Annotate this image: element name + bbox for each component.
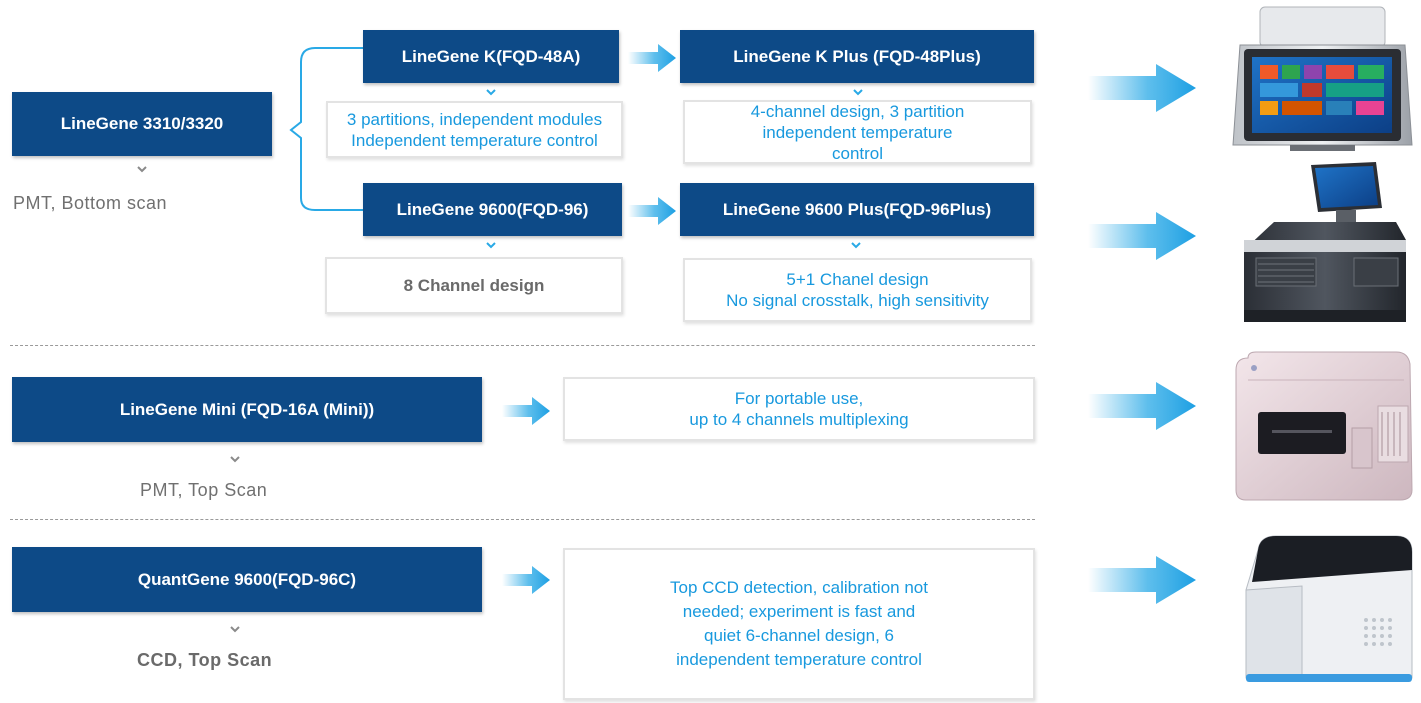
quantgene-9600-label: QuantGene 9600(FQD-96C)	[137, 569, 357, 589]
chevron-down-icon	[486, 242, 496, 252]
linegene-k-plus-desc: 4-channel design, 3 partition independen…	[683, 100, 1032, 164]
linegene-k-plus-label: LineGene K Plus (FQD-48Plus)	[733, 46, 981, 66]
chevron-down-icon	[230, 456, 240, 466]
linegene-k-label: LineGene K(FQD-48A)	[401, 46, 581, 66]
linegene-9600-plus-label: LineGene 9600 Plus(FQD-96Plus)	[722, 199, 992, 219]
arrow-right-icon	[628, 197, 676, 225]
quantgene-9600-box: QuantGene 9600(FQD-96C)	[12, 547, 482, 612]
arrow-right-icon	[1088, 212, 1196, 260]
linegene-9600-plus-desc: 5+1 Chanel design No signal crosstalk, h…	[683, 258, 1032, 322]
linegene-mini-box: LineGene Mini (FQD-16A (Mini))	[12, 377, 482, 442]
section-divider	[10, 345, 1035, 346]
linegene-9600-label: LineGene 9600(FQD-96)	[396, 199, 589, 219]
arrow-right-icon	[628, 44, 676, 72]
arrow-right-icon	[502, 566, 550, 594]
linegene-9600-plus-device-image	[1244, 162, 1406, 322]
arrow-right-icon	[502, 397, 550, 425]
chevron-down-icon	[137, 166, 147, 176]
linegene-3310-box: LineGene 3310/3320	[12, 92, 272, 156]
linegene-3310-note: PMT, Bottom scan	[13, 193, 168, 213]
linegene-9600-plus-box: LineGene 9600 Plus(FQD-96Plus)	[680, 183, 1034, 236]
linegene-mini-desc: For portable use, up to 4 channels multi…	[563, 377, 1035, 441]
linegene-k-plus-box: LineGene K Plus (FQD-48Plus)	[680, 30, 1034, 83]
linegene-mini-device-image	[1235, 351, 1413, 501]
section-divider	[10, 519, 1035, 520]
chevron-down-icon	[230, 626, 240, 636]
branch-brace-icon	[289, 47, 363, 211]
linegene-mini-note: PMT, Top Scan	[140, 480, 268, 500]
linegene-9600-box: LineGene 9600(FQD-96)	[363, 183, 622, 236]
quantgene-9600-note: CCD, Top Scan	[137, 650, 273, 670]
arrow-right-icon	[1088, 382, 1196, 430]
linegene-3310-label: LineGene 3310/3320	[60, 114, 224, 133]
chevron-down-icon	[853, 89, 863, 99]
chevron-down-icon	[486, 89, 496, 99]
linegene-mini-label: LineGene Mini (FQD-16A (Mini))	[119, 399, 375, 419]
linegene-9600-desc: 8 Channel design	[325, 257, 623, 314]
arrow-right-icon	[1088, 64, 1196, 112]
quantgene-9600-desc: Top CCD detection, calibration not neede…	[563, 548, 1035, 700]
arrow-right-icon	[1088, 556, 1196, 604]
linegene-k-plus-device-image	[1232, 6, 1413, 151]
linegene-k-box: LineGene K(FQD-48A)	[363, 30, 619, 83]
chevron-down-icon	[851, 242, 861, 252]
quantgene-9600-device-image	[1245, 535, 1413, 682]
linegene-k-desc: 3 partitions, independent modules Indepe…	[326, 101, 623, 158]
